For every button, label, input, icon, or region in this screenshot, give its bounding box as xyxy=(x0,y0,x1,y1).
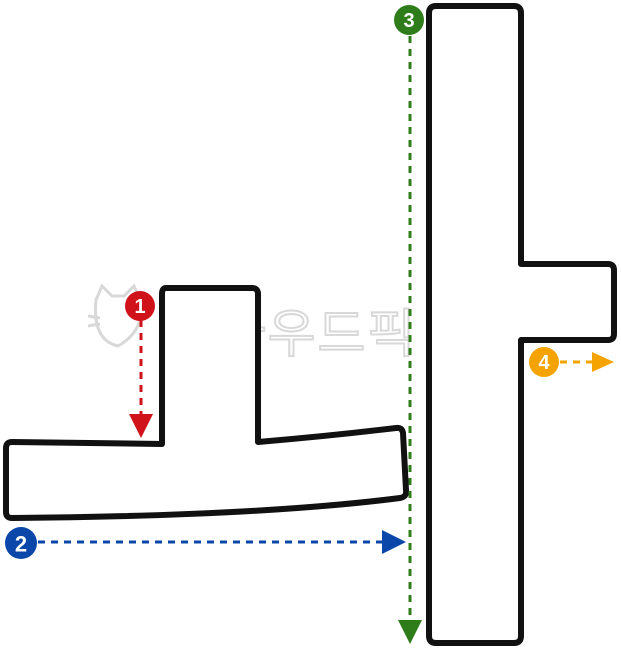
marker-3: 3 xyxy=(394,5,424,35)
arrow-2-right xyxy=(38,530,406,554)
marker-1: 1 xyxy=(125,291,155,321)
marker-4-label: 4 xyxy=(538,352,550,374)
right-bar-shape xyxy=(426,3,617,646)
marker-1-label: 1 xyxy=(134,296,145,318)
marker-2: 2 xyxy=(5,527,37,559)
marker-2-label: 2 xyxy=(15,532,27,557)
marker-3-label: 3 xyxy=(403,10,414,32)
arrow-1-down xyxy=(129,320,153,438)
left-t-shape xyxy=(3,285,410,521)
arrow-3-down xyxy=(398,36,422,644)
arrow-4-right xyxy=(560,352,614,372)
watermark-cat-icon xyxy=(87,283,143,348)
marker-4: 4 xyxy=(529,347,559,377)
